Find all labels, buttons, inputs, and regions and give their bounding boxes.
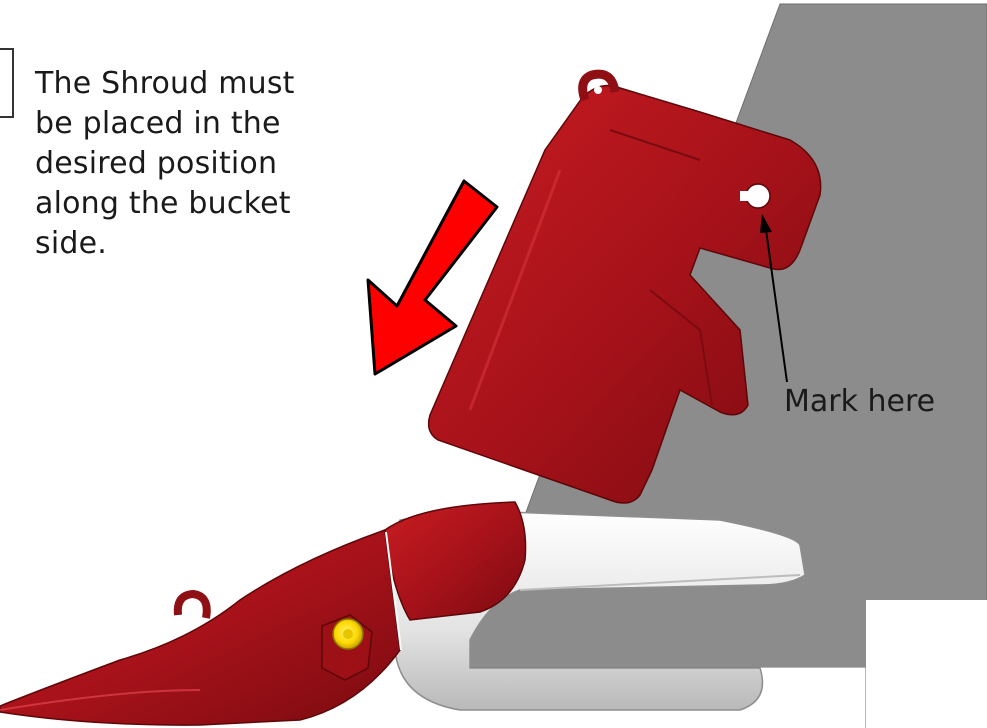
mark-here-label: Mark here — [784, 382, 935, 422]
instruction-line: desired position — [35, 144, 375, 184]
bucket-step — [866, 600, 987, 728]
instruction-line: The Shroud must — [35, 64, 375, 104]
bucket-edge — [440, 600, 866, 667]
instruction-line: side. — [35, 224, 375, 264]
instruction-line: be placed in the — [35, 104, 375, 144]
instruction-line: along the bucket — [35, 184, 375, 224]
instruction-text: The Shroud must be placed in the desired… — [35, 64, 375, 264]
